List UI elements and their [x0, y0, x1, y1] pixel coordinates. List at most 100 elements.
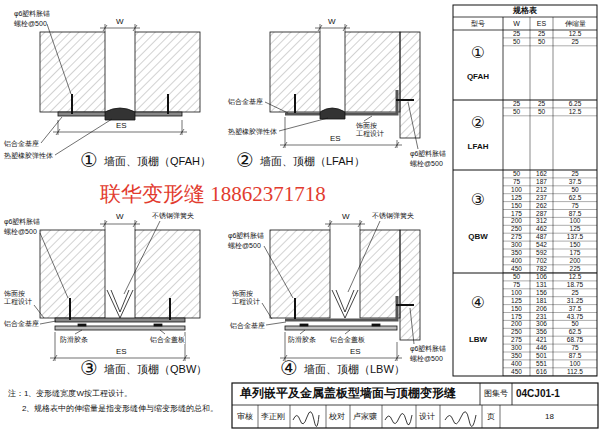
- table-cell: 43.75: [553, 313, 597, 321]
- table-group-number: ④: [453, 294, 503, 312]
- table-cell: 200: [503, 217, 530, 225]
- part-label: 铝合金基座: [230, 322, 265, 330]
- part-label: 螺栓@500: [410, 355, 443, 363]
- wall-section: [360, 230, 400, 318]
- table-cell: 62.5: [553, 194, 597, 202]
- table-cell: 150: [553, 241, 597, 249]
- part-label: 铝合金盖板: [330, 336, 365, 344]
- dimension-line: [56, 129, 60, 135]
- table-cell: 31.25: [553, 297, 597, 305]
- table-cell: 75: [553, 202, 597, 210]
- dimension-label: ES: [116, 121, 127, 130]
- signature: [445, 412, 476, 427]
- table-cell: 100: [553, 360, 597, 368]
- table-cell: 782: [530, 265, 553, 273]
- dimension-line: [283, 142, 287, 148]
- table-cell: 37.5: [553, 305, 597, 313]
- title-block-cell: 18: [545, 412, 554, 421]
- figure-caption: 墙面、顶棚（QBW）: [104, 363, 207, 376]
- table-cell: 37.5: [553, 178, 597, 186]
- wall-section: [105, 108, 135, 120]
- table-cell: 275: [503, 336, 530, 344]
- leader-line: [408, 102, 418, 149]
- wall-section: [71, 94, 73, 114]
- table-cell: 112.5: [553, 368, 597, 376]
- dimension-line: [280, 145, 402, 146]
- table-cell: 350: [503, 249, 530, 257]
- dimension-line: [358, 221, 362, 227]
- dimension-line: [285, 117, 286, 148]
- part-label: φ6塑料胀锚: [410, 150, 446, 158]
- figure-number: ④: [280, 356, 298, 380]
- table-cell: 450: [503, 265, 530, 273]
- dimension-label: W: [116, 17, 124, 26]
- table-model: LFAH: [453, 142, 503, 152]
- leader-line: [34, 305, 44, 318]
- leader-line: [41, 24, 112, 155]
- title-block-rule: [258, 405, 259, 428]
- title-block-rule: [440, 405, 441, 428]
- dimension-line: [100, 28, 140, 29]
- drawing-number: 04CJ01-1: [516, 388, 560, 400]
- table-cell: 212: [530, 186, 553, 194]
- table-cell: 125: [503, 194, 530, 202]
- part-label: 螺栓@500: [4, 228, 37, 236]
- leader-line: [160, 330, 165, 334]
- table-cell: 6.25: [553, 100, 597, 108]
- table-cell: 68.75: [553, 336, 597, 344]
- signature: [385, 413, 412, 425]
- note: 2、规格表中的伸缩量是指变形缝伸与缩变形缝的总和。: [22, 404, 218, 413]
- dimension-line: [55, 332, 56, 361]
- table-cell: 150: [503, 202, 530, 210]
- title-block-rule: [350, 405, 351, 428]
- leader-line: [300, 330, 305, 334]
- wall-section: [400, 32, 420, 138]
- table-cell: 702: [530, 257, 553, 265]
- table-cell: 25: [553, 38, 597, 46]
- dimension-label: ES: [350, 347, 361, 356]
- part-label: φ6塑料胀锚: [14, 10, 50, 18]
- table-cell: 75: [553, 344, 597, 352]
- leader-line: [265, 102, 418, 149]
- dimension-label: W: [328, 17, 336, 26]
- table-rule: [553, 17, 554, 376]
- table-cell: 131: [530, 281, 553, 289]
- table-cell: 100: [503, 289, 530, 297]
- table-rule: [503, 38, 597, 376]
- table-cell: 200: [553, 257, 597, 265]
- part-label: φ6塑料胀锚: [228, 232, 264, 240]
- wall-section: [372, 324, 380, 326]
- table-cell: 287: [530, 210, 553, 218]
- wall-section: [285, 296, 397, 320]
- dimension-line: [133, 221, 137, 227]
- leader-line: [34, 221, 165, 334]
- title-block-cell: 卢家骧: [353, 412, 377, 421]
- part-label: 铝合金基座: [4, 320, 39, 328]
- wall-section: [270, 32, 320, 112]
- wall-section: [332, 290, 358, 318]
- title-block-cell: 页: [487, 412, 495, 421]
- dimension-label: W: [116, 212, 124, 221]
- figure-caption: 墙面、顶棚（QFAH）: [104, 155, 211, 168]
- wall-section: [396, 99, 414, 101]
- table-rule: [503, 45, 597, 46]
- leader-line: [262, 303, 272, 319]
- title-block-rule: [232, 383, 598, 428]
- dimension-line: [395, 142, 399, 148]
- table-cell: 50: [503, 273, 530, 281]
- table-model: LBW: [453, 335, 503, 345]
- table-header: 伸缩量: [553, 17, 597, 30]
- table-cell: 25: [503, 100, 530, 108]
- figure-caption: 墙面、顶棚（LFAH）: [260, 155, 365, 168]
- table-cell: 300: [503, 241, 530, 249]
- table-cell: 487: [530, 233, 553, 241]
- table-cell: 175: [503, 210, 530, 218]
- title-block-rule: [480, 383, 481, 405]
- part-label: 饰面按 工程设计: [356, 122, 385, 138]
- table-cell: 125: [503, 297, 530, 305]
- table-cell: 62.5: [553, 328, 597, 336]
- table-group-number: ②: [453, 114, 503, 132]
- table-cell: 162: [530, 170, 553, 178]
- watermark: 联华变形缝 18862371718: [100, 182, 326, 206]
